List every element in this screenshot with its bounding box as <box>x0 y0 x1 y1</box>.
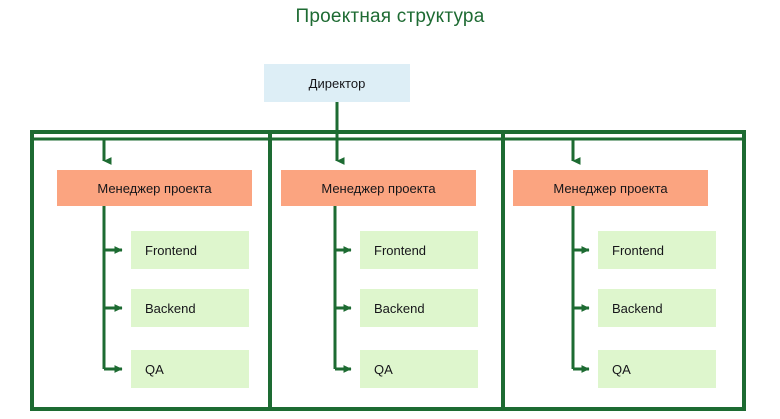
column-2-node-team-0-label: Frontend <box>374 242 427 258</box>
column-3-node-team-0[interactable]: Frontend <box>598 231 716 269</box>
connectors-group <box>30 102 746 411</box>
column-3-node-team-1-label: Backend <box>612 300 663 316</box>
column-1-node-team-0[interactable]: Frontend <box>131 231 249 269</box>
node-director-label: Директор <box>308 75 366 91</box>
column-2-node-team-1-label: Backend <box>374 300 425 316</box>
column-1-node-team-2-label: QA <box>145 361 164 377</box>
column-2-node-manager-label: Менеджер проекта <box>321 180 436 196</box>
column-2-node-team-0[interactable]: Frontend <box>360 231 478 269</box>
column-3-node-manager[interactable]: Менеджер проекта <box>513 170 708 206</box>
column-2-node-team-2-label: QA <box>374 361 393 377</box>
column-1-node-team-1-label: Backend <box>145 300 196 316</box>
column-1-node-team-2[interactable]: QA <box>131 350 249 388</box>
column-1-node-manager[interactable]: Менеджер проекта <box>57 170 252 206</box>
column-3-node-team-1[interactable]: Backend <box>598 289 716 327</box>
column-2-node-team-1[interactable]: Backend <box>360 289 478 327</box>
column-3-node-team-0-label: Frontend <box>612 242 665 258</box>
column-3-node-team-2-label: QA <box>612 361 631 377</box>
column-1-node-team-1[interactable]: Backend <box>131 289 249 327</box>
column-2-node-manager[interactable]: Менеджер проекта <box>281 170 476 206</box>
column-3-node-manager-label: Менеджер проекта <box>553 180 668 196</box>
page-title: Проектная структура <box>295 6 485 27</box>
container-border <box>30 130 746 411</box>
column-2-node-team-2[interactable]: QA <box>360 350 478 388</box>
column-1-node-team-0-label: Frontend <box>145 242 198 258</box>
node-director[interactable]: Директор <box>264 64 410 102</box>
column-1-node-manager-label: Менеджер проекта <box>97 180 212 196</box>
column-3-node-team-2[interactable]: QA <box>598 350 716 388</box>
